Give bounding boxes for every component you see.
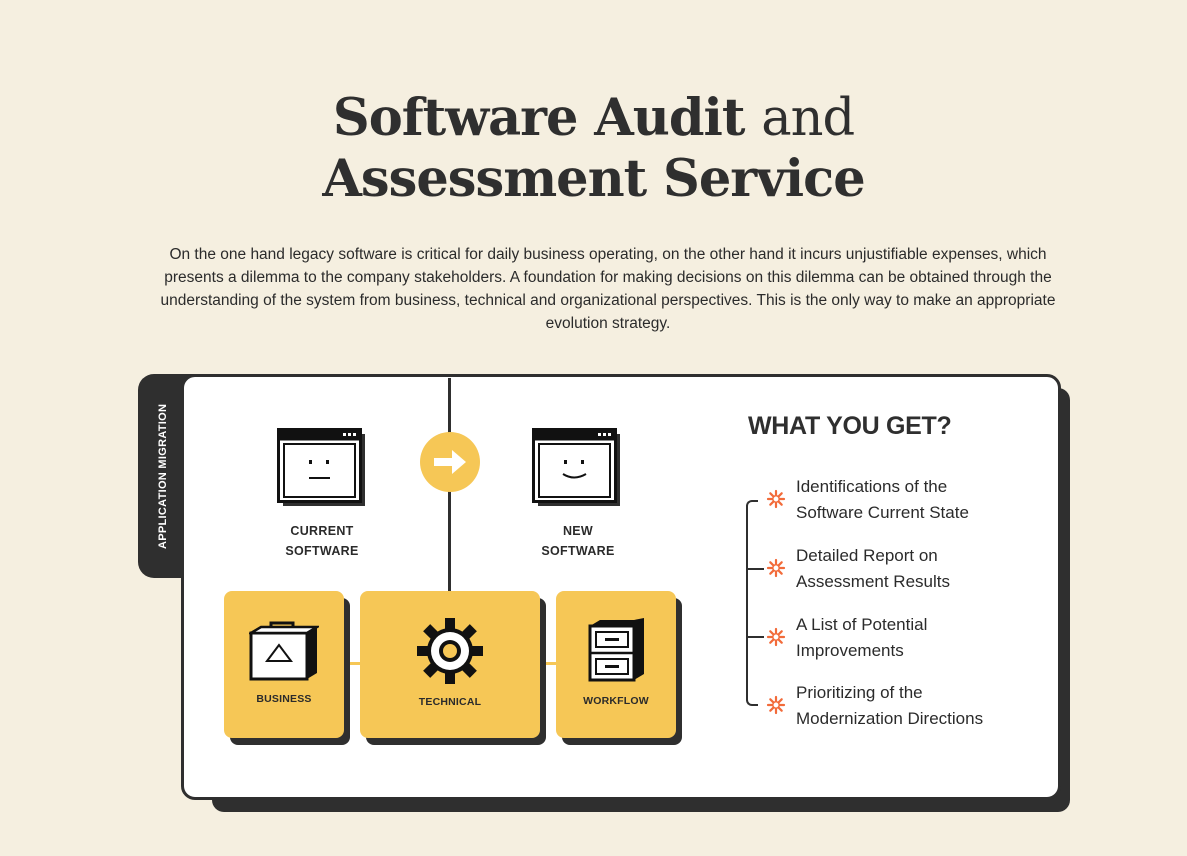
bracket-tick [746, 636, 764, 638]
technical-label: TECHNICAL [418, 696, 482, 708]
current-software-window-icon [277, 428, 365, 506]
benefit-line: Modernization Directions [796, 709, 984, 728]
title-bold-part: Software Audit [332, 88, 746, 148]
new-label-line2: SOFTWARE [541, 544, 615, 558]
workflow-box: WORKFLOW [556, 591, 676, 738]
sparkle-icon [766, 627, 786, 647]
benefit-line: Improvements [796, 641, 904, 660]
technical-box: TECHNICAL [360, 591, 540, 738]
benefits-bracket [746, 500, 758, 706]
new-label-line1: NEW [562, 524, 594, 538]
bracket-tick [746, 568, 764, 570]
intro-paragraph: On the one hand legacy software is criti… [160, 246, 1056, 332]
title-light-part: and [761, 89, 855, 148]
business-label: BUSINESS [256, 693, 312, 705]
arrow-circle [420, 432, 480, 492]
gear-icon [417, 618, 483, 684]
benefit-line: A List of Potential [796, 615, 928, 634]
new-software-label: NEW SOFTWARE [518, 521, 638, 561]
current-software-label: CURRENT SOFTWARE [262, 521, 382, 561]
title-line-1: Software Audit and [0, 88, 1187, 149]
side-tab-label: APPLICATION MIGRATION [157, 403, 169, 549]
benefit-line: Assessment Results [796, 572, 950, 591]
benefit-item: Detailed Report on Assessment Results [796, 543, 1036, 595]
briefcase-icon [249, 621, 319, 681]
file-cabinet-icon [588, 618, 644, 682]
benefit-line: Software Current State [796, 503, 969, 522]
benefit-line: Identifications of the [796, 477, 948, 496]
business-box: BUSINESS [224, 591, 344, 738]
workflow-label: WORKFLOW [583, 695, 649, 707]
sparkle-icon [766, 558, 786, 578]
title-line-2: Assessment Service [322, 149, 865, 209]
connector-line [536, 662, 560, 665]
benefit-item: Prioritizing of the Modernization Direct… [796, 680, 1036, 732]
page-title: Software Audit and Assessment Service [0, 88, 1187, 210]
benefit-item: Identifications of the Software Current … [796, 474, 1036, 526]
benefit-line: Detailed Report on [796, 546, 938, 565]
current-label-line2: SOFTWARE [285, 544, 359, 558]
arrow-right-icon [434, 450, 466, 474]
sparkle-icon [766, 695, 786, 715]
benefit-line: Prioritizing of the [796, 683, 923, 702]
benefits-title: WHAT YOU GET? [748, 412, 952, 440]
benefit-item: A List of Potential Improvements [796, 612, 1036, 664]
current-label-line1: CURRENT [290, 524, 354, 538]
connector-line [340, 662, 364, 665]
sparkle-icon [766, 489, 786, 509]
new-software-window-icon [532, 428, 620, 506]
